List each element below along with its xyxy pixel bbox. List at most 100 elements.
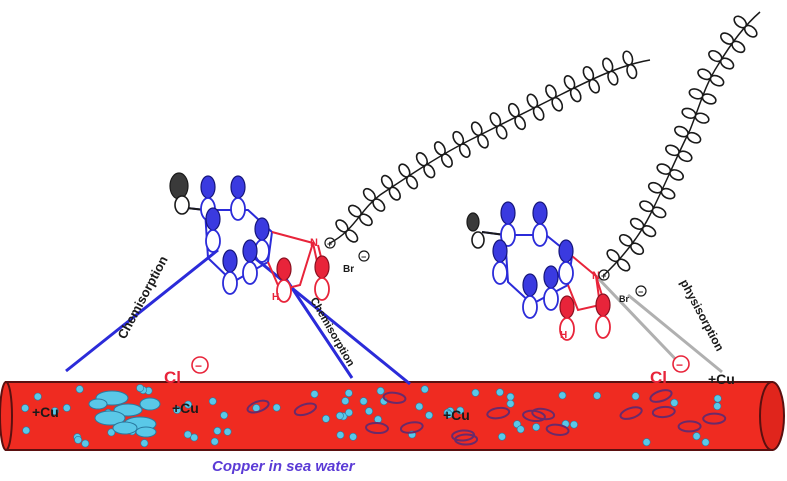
alkyl-chain-right	[603, 11, 761, 276]
physisorption-lines	[594, 274, 723, 374]
chloride-ion-dot	[33, 392, 42, 401]
caption: Copper in sea water	[212, 458, 356, 475]
chain-orbital	[505, 101, 529, 132]
chloride-ion-dot	[75, 385, 84, 394]
copper-particle	[677, 420, 702, 433]
chloride-ion-dot	[701, 438, 710, 447]
chloride-ion-dot	[642, 438, 651, 447]
chain-orbital	[396, 161, 421, 192]
chloride-ion-dot	[359, 397, 368, 406]
chain-orbital	[600, 56, 621, 88]
copper-particle	[451, 429, 476, 442]
chloride-ion-dot	[345, 408, 353, 417]
chain-orbital	[543, 82, 566, 114]
p-orbital-black-left	[169, 172, 190, 215]
copper-particle	[365, 421, 389, 435]
chain-orbital	[663, 142, 695, 165]
chloride-ion-dot	[506, 399, 515, 408]
chloride-ion-dot	[252, 404, 261, 412]
chain-orbital	[345, 202, 375, 229]
chain-orbital	[378, 172, 404, 203]
chloride-ion-dot	[81, 439, 90, 448]
chloride-ion-dot	[335, 411, 344, 420]
chloride-ion-dot	[322, 414, 330, 423]
chloride-ion-dot	[190, 433, 199, 442]
chain-orbital	[687, 86, 719, 107]
chain-orbital	[468, 119, 491, 151]
chloride-ion-dot	[107, 428, 116, 437]
chain-orbital	[637, 198, 669, 221]
chloride-label-right: Cl	[650, 368, 667, 387]
copper-label-right: +Cu	[708, 371, 735, 387]
chloride-ion-dot	[183, 430, 192, 439]
chloride-ion-dot	[420, 385, 429, 394]
chloride-ion-dot	[210, 437, 219, 446]
chloride-ion-dot	[365, 407, 373, 416]
chloride-ion-dot	[220, 411, 228, 420]
chloride-ion-dot	[495, 388, 504, 397]
chain-orbital	[706, 47, 737, 72]
chloride-ion-dot	[374, 415, 382, 424]
chloride-ion-dot	[272, 403, 281, 412]
chain-orbital	[431, 139, 456, 170]
pipe-ion-dots	[21, 384, 722, 448]
chain-orbital	[413, 150, 438, 181]
chloride-ion-left: Cl −	[164, 356, 209, 387]
copper-label-left: +Cu	[32, 404, 59, 420]
chloride-label-left: Cl	[164, 368, 181, 387]
bromide-charge-left: −	[361, 252, 366, 262]
chloride-ion-dot	[223, 427, 232, 436]
chloride-ion-dot	[136, 384, 144, 392]
chloride-ion-dot	[184, 400, 192, 409]
copper-particle	[619, 406, 643, 420]
alkyl-chain-left	[329, 49, 651, 245]
chain-orbital	[580, 64, 603, 96]
chain-orbital	[680, 105, 711, 126]
chloride-ion-dot	[532, 423, 541, 431]
chloride-ion-dot	[140, 439, 149, 448]
chloride-ion-dot	[506, 392, 515, 401]
hydrogen-label-left: H	[272, 292, 279, 303]
chloride-ion-dot	[22, 426, 31, 435]
chain-orbital	[561, 73, 584, 105]
chloride-ion-dot	[670, 398, 679, 407]
chain-orbital	[731, 13, 760, 41]
chemisorption-lines-left	[65, 248, 411, 386]
copper-particle	[454, 433, 479, 446]
chloride-ion-right: Cl −	[650, 355, 690, 387]
chain-orbital	[695, 66, 727, 89]
copper-particle	[649, 389, 673, 403]
copper-particle	[531, 407, 556, 421]
chloride-ion-dot	[456, 406, 465, 415]
chloride-ion-dot	[74, 435, 82, 444]
copper-particle	[522, 409, 546, 423]
positive-charge-right: +	[601, 271, 606, 281]
bromide-label-left: Br	[343, 264, 354, 275]
chloride-ion-dot	[570, 420, 578, 429]
chloride-ion-dot	[593, 391, 601, 400]
chloride-charge-left: −	[195, 359, 202, 373]
chloride-ion-dot	[558, 391, 567, 400]
chloride-ion-dot	[498, 432, 506, 441]
chloride-ion-dot	[62, 403, 71, 412]
chloride-ion-dot	[415, 402, 424, 411]
chemisorption-label-left: Chemisorption	[114, 253, 170, 341]
chloride-ion-dot	[713, 402, 722, 411]
chain-orbital	[717, 30, 748, 56]
copper-particle	[702, 412, 727, 425]
chloride-ion-dot	[173, 406, 181, 414]
ion-cluster	[88, 390, 161, 438]
chloride-ion-dot	[341, 397, 350, 405]
chloride-ion-dot	[349, 432, 357, 441]
chloride-ion-dot	[471, 388, 480, 397]
copper-particle	[545, 423, 570, 436]
chloride-ion-dot	[310, 390, 319, 398]
right-molecule: N + H Br −	[466, 201, 647, 341]
chloride-ion-dot	[713, 394, 722, 403]
chain-orbital	[450, 129, 473, 160]
chain-orbital	[524, 91, 547, 123]
chain-orbital	[646, 179, 678, 202]
chloride-ion-dot	[631, 392, 640, 401]
copper-particle	[246, 399, 270, 414]
chloride-charge-right: −	[676, 358, 683, 372]
